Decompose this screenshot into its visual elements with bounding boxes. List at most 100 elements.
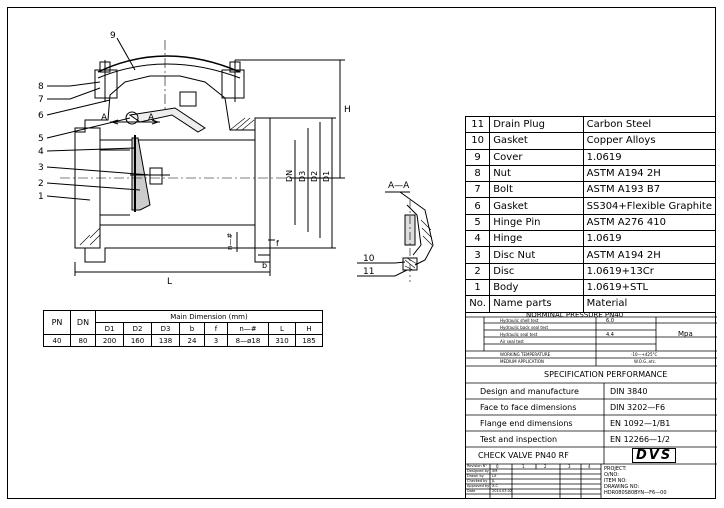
value-cell: 185: [295, 334, 323, 347]
spec-value: DIN 3202—F6: [610, 403, 666, 412]
part-no: 3: [464, 246, 491, 264]
section-aa-drawing: A—A 10 11: [357, 181, 434, 282]
spec-title: SPECIFICATION PERFORMANCE: [544, 370, 668, 379]
callout-8: 8: [38, 82, 44, 92]
part-no: 8: [464, 164, 491, 183]
part-no: 11: [464, 115, 491, 134]
product-title: CHECK VALVE PN40 RF: [478, 451, 569, 460]
section-mark-left: A: [101, 113, 108, 123]
callout-4: 4: [38, 147, 44, 157]
dim-D3: D3: [298, 171, 307, 182]
pressure-title: NORMINAL PRESSURE PN40: [526, 311, 624, 319]
pressure-row-value: 4.4: [606, 332, 614, 338]
callout-3: 3: [38, 163, 44, 173]
parts-header-name: Name parts: [489, 295, 584, 313]
part-material: 1.0619+STL: [582, 278, 717, 297]
title-row-signature: XM: [492, 469, 498, 473]
dimension-value-row: 40 80 200 160 138 24 3 8—ø18 310 185: [43, 334, 323, 347]
section-mark-right: A: [148, 113, 155, 123]
dim-b: b: [262, 261, 267, 270]
callout-11: 11: [363, 267, 374, 277]
title-block-area: NORMINAL PRESSURE PN40 Hydraulic shell t…: [465, 311, 717, 499]
title-row-label: Revision N°: [467, 464, 488, 468]
part-no: 4: [464, 230, 491, 248]
title-row-signature: JL: [492, 479, 495, 483]
part-name: Body: [489, 278, 584, 297]
callout-2: 2: [38, 179, 44, 189]
value-cell: 3: [204, 334, 228, 347]
dim-D1: D1: [322, 171, 331, 182]
title-row-label: Designed by: [467, 469, 489, 473]
title-row-signature: LX: [492, 474, 497, 478]
dim-H: H: [344, 105, 351, 115]
spec-value: DIN 3840: [610, 387, 648, 396]
callout-6: 6: [38, 111, 44, 121]
rev-col: 1: [522, 464, 525, 469]
part-material: ASTM A194 2H: [582, 164, 717, 183]
header-cell: L: [268, 322, 296, 335]
part-material: ASTM A194 2H: [582, 246, 717, 264]
pressure-row-label: Air seal test: [500, 339, 524, 344]
pressure-row-label: Hydraulic shell test: [500, 318, 539, 323]
part-name: Hinge: [489, 230, 584, 248]
part-no: 6: [464, 197, 491, 215]
part-material: 1.0619: [582, 148, 717, 166]
pressure-row-value: 6.0: [606, 318, 614, 324]
pressure-row-label: Hydraulic seal test: [500, 332, 538, 337]
medium-label: MEDIUM APPLICATION: [500, 359, 544, 364]
part-name: Gasket: [489, 197, 584, 215]
title-row-signature: 2014.03.02: [492, 489, 513, 493]
part-material: SS304+Flexible Graphite: [582, 197, 717, 215]
header-cell: D2: [123, 322, 152, 335]
callout-10: 10: [363, 254, 375, 264]
main-dimension-table: PN DN Main Dimension (mm) D1 D2 D3 b f n…: [43, 310, 323, 347]
working-temp-label: WORKING TEMPERATURE: [500, 352, 551, 357]
drawing-info-line: ITEM NO:: [604, 478, 627, 484]
value-cell: 310: [268, 334, 296, 347]
part-material: Carbon Steel: [582, 115, 717, 134]
value-cell: 8—ø18: [227, 334, 269, 347]
drawing-info-line: DRAWING NO:: [604, 484, 640, 490]
part-name: Disc: [489, 262, 584, 280]
part-material: ASTM A193 B7: [582, 181, 717, 199]
drawing-info-line: O/NO:: [604, 472, 619, 478]
title-row-label: Date: [467, 489, 476, 493]
dim-L: L: [167, 277, 172, 287]
title-block-grid: [466, 316, 717, 499]
rev-col: 0: [496, 464, 499, 469]
header-cell: D1: [95, 322, 124, 335]
header-cell: b: [179, 322, 205, 335]
header-cell: D3: [151, 322, 180, 335]
value-cell: 24: [179, 334, 205, 347]
part-name: Disc Nut: [489, 246, 584, 264]
spec-value: EN 1092—1/B1: [610, 419, 671, 428]
part-no: 10: [464, 132, 491, 150]
col-pn-header: PN: [43, 310, 71, 335]
value-cell: 138: [151, 334, 180, 347]
part-no: 9: [464, 148, 491, 166]
drawing-info: PROJECT:O/NO:ITEM NO:DRAWING NO:HDR080S8…: [604, 466, 667, 496]
value-cell: 200: [95, 334, 124, 347]
title-row-label: Drawn by: [467, 474, 484, 478]
header-cell: H: [295, 322, 323, 335]
spec-label: Design and manufacture: [480, 387, 579, 396]
part-name: Gasket: [489, 132, 584, 150]
dim-DN: DN: [285, 170, 294, 182]
dimension-header-row: D1 D2 D3 b f n—# L H: [44, 322, 323, 335]
spec-label: Face to face dimensions: [480, 403, 577, 412]
title-row-label: Checked by: [467, 479, 488, 483]
part-no: 2: [464, 262, 491, 280]
spec-label: Test and inspection: [480, 435, 558, 444]
part-name: Bolt: [489, 181, 584, 199]
spec-value: EN 12266—1/2: [610, 435, 670, 444]
spec-label: Flange end dimensions: [480, 419, 573, 428]
part-name: Drain Plug: [489, 115, 584, 134]
